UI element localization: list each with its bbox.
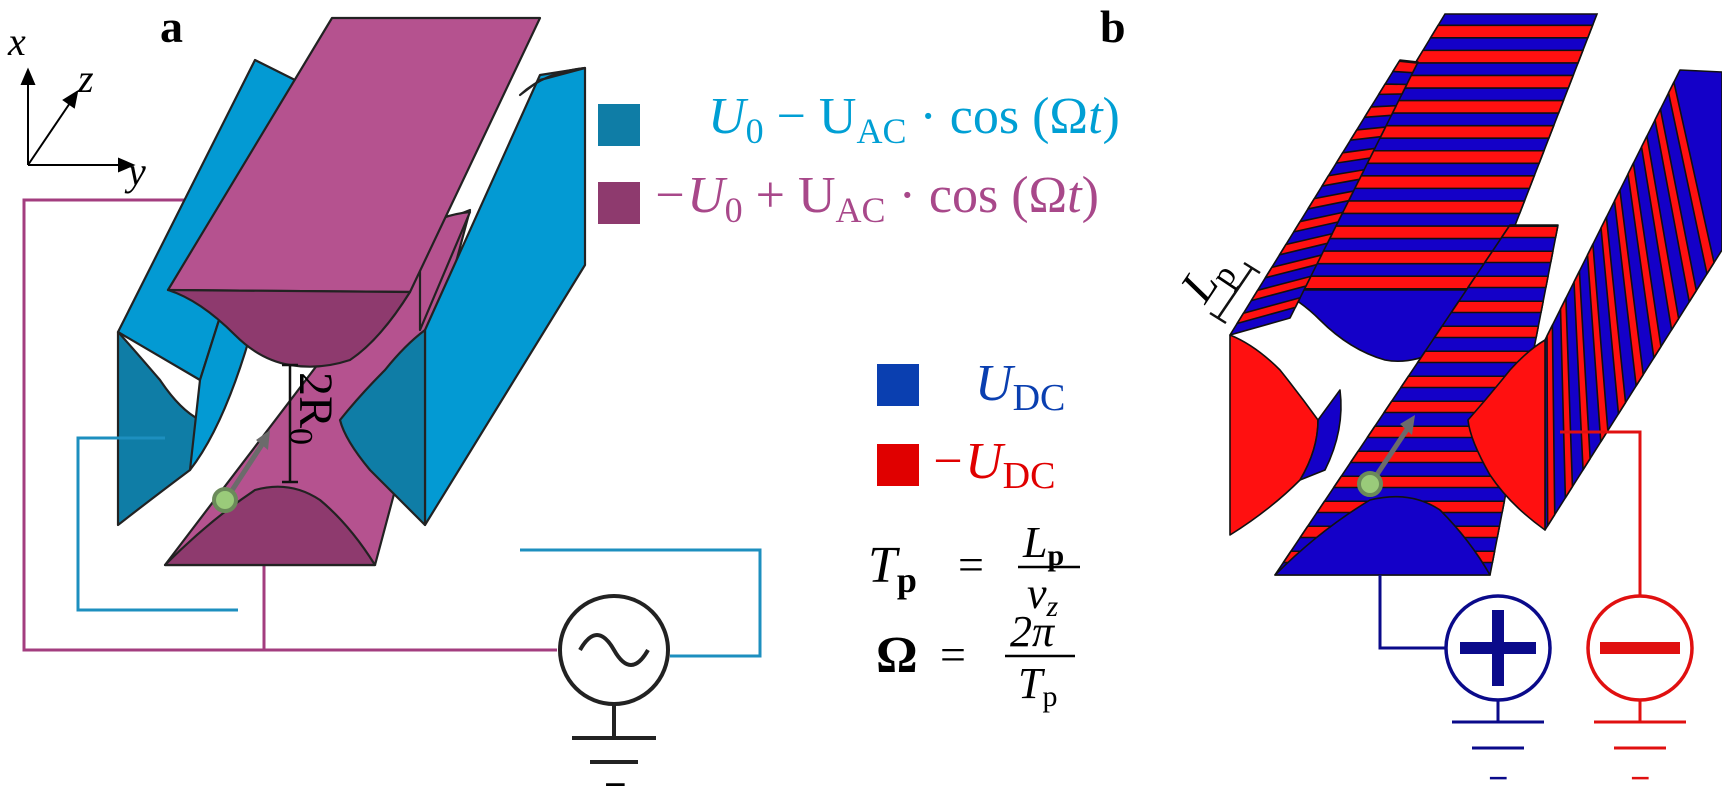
- formula-om-num: 2π: [1010, 607, 1056, 656]
- axis-label-z: z: [77, 56, 94, 101]
- dc-plus-source-icon: [1444, 594, 1552, 702]
- legend-swatch-cyan: [598, 104, 640, 146]
- top-stripe: [1292, 250, 1507, 265]
- formula-tp-den: vz: [1027, 569, 1059, 623]
- legend-swatch-blue: [877, 364, 919, 406]
- bottom-stripe: [1467, 275, 1549, 289]
- left-stripe: [1349, 126, 1387, 142]
- legend-text-blue: UDC: [975, 355, 1065, 419]
- radius-label: 2R0: [282, 372, 342, 445]
- left-stripe: [1236, 296, 1301, 325]
- formula-tp-eq: =: [958, 539, 984, 590]
- cyan-wiring: [76, 436, 762, 658]
- top-stripe: [1429, 24, 1594, 39]
- legend-text-magenta: −U0 + UAC · cos (Ωt): [652, 167, 1099, 230]
- top-stripe: [1368, 124, 1555, 139]
- right-stripe: [1640, 135, 1680, 331]
- bottom-stripe: [1433, 325, 1540, 339]
- bottom-stripe: [1450, 300, 1544, 314]
- axes-triad: [20, 67, 136, 173]
- top-stripe: [1277, 275, 1497, 290]
- lp-label: Lp: [1170, 245, 1245, 316]
- z-axis-line: [27, 99, 73, 166]
- top-stripe: [1383, 99, 1565, 114]
- y-axis-arrowhead: [118, 157, 136, 173]
- axis-label-x: x: [7, 19, 26, 64]
- right-stripe: [1559, 297, 1574, 499]
- left-side-stripes: [1236, 60, 1419, 325]
- right-stripe: [1654, 108, 1698, 303]
- dc-wiring: [1378, 430, 1642, 650]
- top-stripe: [1322, 200, 1526, 215]
- segmented-electrode-left: [1229, 59, 1419, 536]
- ground-icon-minus: [1594, 700, 1686, 750]
- axis-label-y: y: [124, 149, 146, 194]
- formula-tp-lhs: Tp: [868, 537, 917, 600]
- ground-label-a: −: [604, 762, 627, 801]
- magenta-electrode-top: [166, 16, 542, 368]
- formula-tp-num: Lp: [1022, 518, 1064, 572]
- ion-arrow-icon-b: [1357, 415, 1415, 497]
- magenta-wiring: [22, 198, 557, 652]
- left-stripe: [1292, 211, 1344, 233]
- top-stripe: [1353, 149, 1546, 165]
- bottom-stripe: [1416, 350, 1535, 364]
- legend-text-red: −UDC: [930, 433, 1055, 497]
- formula-frequency: Ω = 2π Tp: [876, 607, 1075, 713]
- bottom-stripe: [1484, 250, 1554, 264]
- left-stripe: [1377, 83, 1408, 96]
- left-stripe: [1363, 104, 1397, 119]
- panel-label-b: b: [1100, 1, 1126, 52]
- right-stripe: [1546, 324, 1556, 527]
- z-axis-arrowhead: [62, 89, 79, 109]
- top-stripe: [1413, 49, 1585, 64]
- right-stripe: [1600, 216, 1627, 415]
- legend-swatch-magenta: [598, 182, 640, 224]
- lp-dimension: [1209, 261, 1261, 325]
- cyan-electrode-right: [338, 66, 587, 527]
- ion-arrow-icon: [212, 430, 270, 513]
- formula-om-eq: =: [940, 629, 966, 680]
- top-stripe: [1398, 74, 1575, 89]
- formula-om-den: Tp: [1018, 659, 1057, 713]
- legend-text-cyan: U0 − UAC · cos (Ωt): [708, 88, 1120, 151]
- right-stripes: [1546, 81, 1715, 527]
- left-stripe: [1392, 60, 1419, 74]
- segmented-electrode-bottom: [1274, 224, 1559, 576]
- panel-label-a: a: [160, 1, 183, 52]
- right-stripe: [1627, 162, 1662, 359]
- formula-period: Tp = Lp vz: [868, 518, 1080, 623]
- right-stripe: [1667, 81, 1715, 275]
- bottom-stripe: [1500, 225, 1559, 239]
- segmented-electrode-right: [1467, 69, 1722, 531]
- left-stripe: [1321, 168, 1365, 187]
- right-stripe: [1613, 189, 1645, 387]
- right-stripe: [1573, 270, 1591, 471]
- top-stripe: [1307, 225, 1516, 240]
- left-stripe: [1307, 190, 1355, 210]
- radius-dimension: [282, 363, 298, 484]
- left-stripe: [1335, 147, 1376, 164]
- ground-label-plus: −: [1488, 758, 1509, 798]
- legend-swatch-red: [877, 444, 919, 486]
- top-stripe: [1338, 175, 1536, 190]
- ground-label-minus: −: [1630, 758, 1651, 798]
- dc-minus-source-icon: [1586, 594, 1694, 702]
- left-stripe: [1264, 254, 1323, 279]
- ac-source-icon: [558, 594, 670, 706]
- ground-icon: [572, 704, 656, 764]
- left-stripe: [1250, 275, 1312, 302]
- formula-om-lhs: Ω: [876, 627, 918, 684]
- left-stripe: [1278, 232, 1333, 256]
- x-axis-arrowhead: [20, 67, 36, 85]
- ground-icon-plus: [1452, 700, 1544, 750]
